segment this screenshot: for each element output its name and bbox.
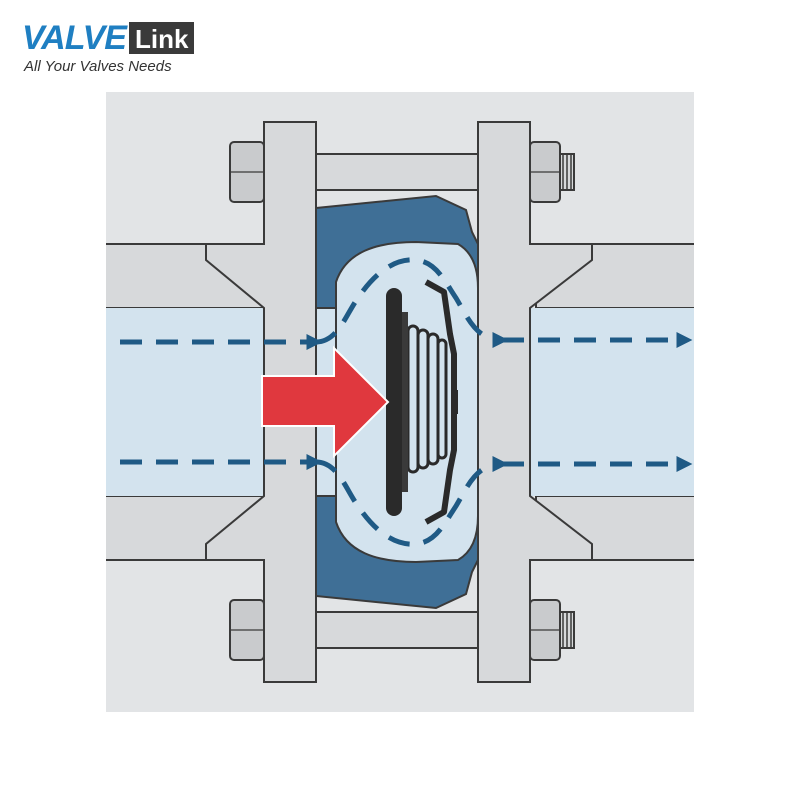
spring-icon (406, 324, 448, 474)
brand-name-valve: VALVE (22, 19, 127, 57)
left-flange (205, 121, 317, 683)
brand-name-link: Link (128, 22, 195, 54)
bolt-assemblies (229, 141, 575, 661)
right-flange (477, 121, 593, 683)
retainer-stop (452, 390, 458, 414)
check-valve-diagram (106, 92, 694, 712)
bolt-thread-icon (562, 154, 572, 190)
nut-hex-lines (230, 171, 560, 631)
valve-disc (386, 288, 402, 516)
bolt-thread-icon (562, 612, 572, 648)
brand-logo: VALVE Link All Your Valves Needs (22, 20, 222, 80)
brand-tagline: All Your Valves Needs (24, 58, 172, 75)
flow-arrow-icon (315, 456, 509, 547)
pressure-arrow-icon (261, 345, 390, 459)
flow-arrows (120, 257, 693, 547)
flow-arrow-icon (315, 257, 509, 348)
brand-wordmark: VALVE Link (22, 19, 195, 57)
valve-disc-face (402, 312, 408, 492)
